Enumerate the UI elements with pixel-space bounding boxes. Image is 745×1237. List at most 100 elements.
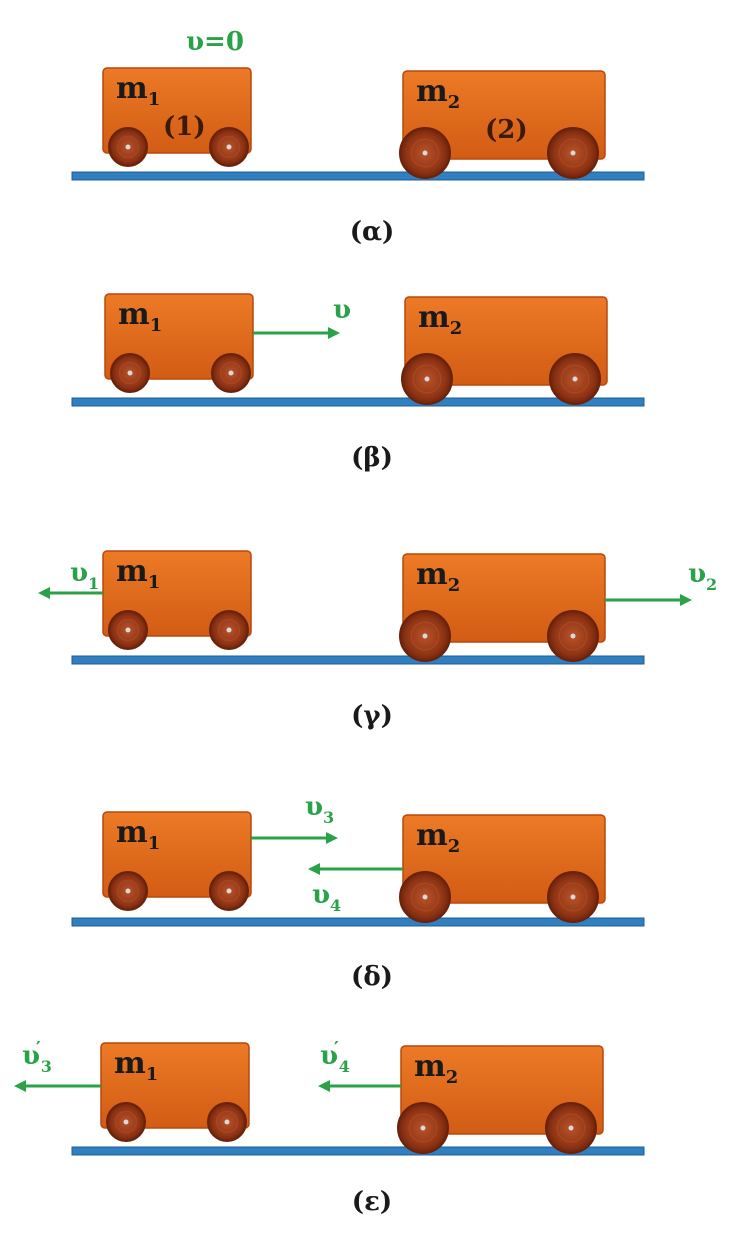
- wheel-hub: [422, 150, 428, 156]
- panel-caption: (α): [350, 217, 395, 247]
- track: [71, 917, 645, 927]
- arrow-head: [14, 1080, 26, 1092]
- cart-1: m1: [100, 1042, 250, 1142]
- mass-subscript: 1: [150, 315, 163, 336]
- mass-symbol: m: [118, 297, 150, 332]
- mass-symbol: m: [116, 554, 148, 589]
- mass-symbol: m: [414, 1049, 446, 1084]
- wheel-rim: [556, 1113, 586, 1143]
- wheel-rim: [560, 364, 590, 394]
- velocity-arrow: υ′4: [318, 1038, 401, 1092]
- wheel-rim: [217, 879, 241, 903]
- wheel-hub: [228, 370, 234, 376]
- wheel-hub: [424, 376, 430, 382]
- wheel-hub: [570, 894, 576, 900]
- cart-2: m2: [399, 553, 606, 662]
- mass-subscript: 2: [448, 575, 461, 596]
- arrow-head: [318, 1080, 330, 1092]
- wheel-rim: [116, 618, 140, 642]
- wheel-hub: [125, 888, 131, 894]
- wheel-hub: [226, 144, 232, 150]
- velocity-subscript: 1: [88, 574, 99, 593]
- wheel-hub: [568, 1125, 574, 1131]
- track: [71, 1146, 645, 1156]
- wheel-rim: [558, 882, 588, 912]
- track: [71, 397, 645, 407]
- mass-label: m1: [116, 554, 160, 593]
- mass-symbol: m: [116, 71, 148, 106]
- wheel-rim: [116, 135, 140, 159]
- wheel-rim: [118, 361, 142, 385]
- panel-caption: (β): [351, 443, 393, 473]
- wheel-rim: [410, 138, 440, 168]
- panel-caption: (δ): [351, 962, 393, 992]
- velocity-arrow: υ′3: [14, 1038, 101, 1092]
- wheel-rim: [217, 135, 241, 159]
- arrow-head: [38, 587, 50, 599]
- velocity-label: υ3: [305, 792, 334, 827]
- prime-mark: ′: [36, 1038, 41, 1059]
- velocity-symbol: υ: [320, 1041, 338, 1071]
- velocity-subscript: 4: [330, 896, 341, 915]
- velocity-symbol: υ: [22, 1041, 40, 1071]
- mass-symbol: m: [114, 1046, 146, 1081]
- panel-caption: (ε): [352, 1187, 392, 1217]
- wheel-rim: [215, 1110, 239, 1134]
- panel-caption: (γ): [351, 701, 393, 731]
- wheel-rim: [558, 621, 588, 651]
- wheel-rim: [412, 364, 442, 394]
- mass-label: m2: [418, 300, 462, 339]
- cart-1: m1(1): [102, 67, 252, 167]
- velocity-label: υ: [333, 295, 351, 325]
- wheel-hub: [570, 633, 576, 639]
- cart-number: (1): [163, 112, 206, 142]
- velocity-label: υ1: [70, 558, 99, 593]
- mass-subscript: 1: [148, 833, 161, 854]
- wheel-hub: [570, 150, 576, 156]
- wheel-hub: [422, 633, 428, 639]
- wheel-rim: [410, 621, 440, 651]
- cart-2: m2(2): [399, 70, 606, 179]
- mass-subscript: 1: [146, 1064, 159, 1085]
- velocity-label: υ′3: [22, 1038, 52, 1076]
- velocity-arrow: υ: [253, 295, 351, 339]
- wheel-hub: [125, 627, 131, 633]
- mass-label: m2: [416, 818, 460, 857]
- cart-2: m2: [397, 1045, 604, 1154]
- velocity-symbol: υ: [305, 792, 323, 822]
- velocity-label: υ′4: [320, 1038, 350, 1076]
- velocity-subscript: 2: [706, 575, 717, 594]
- cart-1: m1: [102, 550, 252, 650]
- velocity-label: υ2: [688, 559, 717, 594]
- velocity-symbol: υ: [312, 880, 330, 910]
- wheel-hub: [224, 1119, 230, 1125]
- velocity-subscript: 3: [41, 1057, 52, 1076]
- velocity-symbol: υ: [333, 295, 351, 325]
- panel-1: m1 m2 υ (β): [71, 293, 645, 473]
- mass-label: m1: [116, 71, 160, 110]
- wheel-hub: [127, 370, 133, 376]
- velocity-arrow: υ2: [605, 559, 717, 606]
- wheel-hub: [572, 376, 578, 382]
- mass-subscript: 1: [148, 89, 161, 110]
- mass-label: m1: [114, 1046, 158, 1085]
- wheel-hub: [226, 627, 232, 633]
- velocity-annotation: υ=0: [186, 27, 244, 57]
- arrow-head: [328, 327, 340, 339]
- wheel-rim: [408, 1113, 438, 1143]
- mass-symbol: m: [116, 815, 148, 850]
- cart-1: m1: [104, 293, 254, 393]
- wheel-hub: [226, 888, 232, 894]
- mass-label: m1: [118, 297, 162, 336]
- wheel-rim: [114, 1110, 138, 1134]
- mass-subscript: 2: [446, 1067, 459, 1088]
- wheel-hub: [420, 1125, 426, 1131]
- mass-symbol: m: [416, 74, 448, 109]
- velocity-label: υ4: [312, 880, 341, 915]
- wheel-hub: [422, 894, 428, 900]
- mass-label: m1: [116, 815, 160, 854]
- wheel-rim: [410, 882, 440, 912]
